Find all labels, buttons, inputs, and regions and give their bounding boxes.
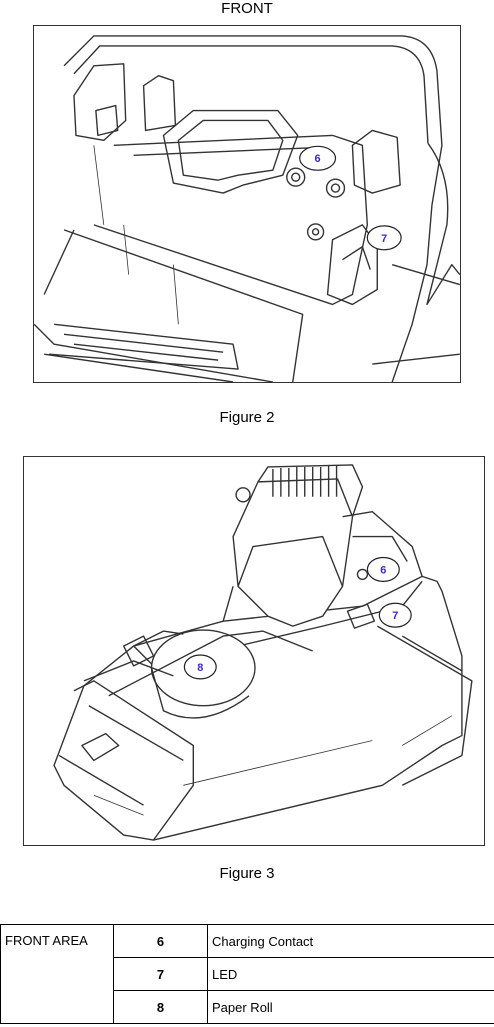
figure-3-callout-6: 6	[380, 564, 386, 576]
item-label: Paper Roll	[207, 990, 494, 1024]
area-label: FRONT AREA	[0, 924, 114, 1024]
figure-2-image: 6 7	[33, 25, 461, 383]
figure-2-callout-6: 6	[315, 153, 321, 165]
item-number: 6	[113, 924, 208, 958]
item-number: 7	[113, 957, 208, 991]
figure-2-callout-7: 7	[381, 233, 387, 245]
figure-3-callout-8: 8	[197, 662, 203, 674]
table-row: 7 LED	[1, 957, 494, 991]
figure-3-image: 6 7 8	[23, 456, 485, 846]
figure-2-caption: Figure 2	[219, 409, 275, 426]
figure-2-drawing: 6 7	[34, 35, 460, 382]
figure-3-callout-7: 7	[392, 610, 398, 622]
figure-3-caption: Figure 3	[219, 865, 275, 882]
table-row: 8 Paper Roll	[1, 990, 494, 1024]
item-number: 8	[113, 990, 208, 1024]
figure-3-drawing: 6 7 8	[53, 464, 473, 841]
item-label: LED	[207, 957, 494, 991]
table-row: FRONT AREA 6 Charging Contact	[0, 924, 494, 1024]
legend-table: FRONT AREA 6 Charging Contact 7 LED 8 Pa…	[0, 924, 494, 1024]
page-title: FRONT	[221, 0, 273, 17]
item-label: Charging Contact	[207, 924, 494, 958]
